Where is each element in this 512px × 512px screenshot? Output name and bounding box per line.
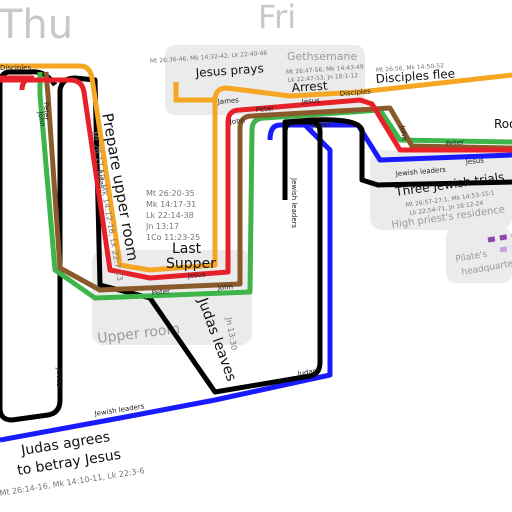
event-jesus-prays: Jesus prays [194,61,264,80]
label-john-thu: John [36,110,47,127]
label-james: James [216,96,239,106]
last-supper-ref-1: Mt 26:20-35 [146,189,195,198]
label-peter-fri-2: Peter [445,138,464,148]
john-line [37,72,512,301]
judas-line [0,69,323,423]
label-john-fri-2: John [398,124,409,141]
label-jewish-leaders-fri: Jewish leaders [290,177,298,229]
label-judas-room: Judas [55,367,63,387]
disciples-branch [173,82,215,103]
event-arrest-ref-2: Lk 22:47-53, Jn 18:1-12 [288,72,359,84]
jesus-line [0,77,512,281]
label-judas-fri: Judas [310,120,331,130]
pilate-area [446,228,512,283]
event-disciples-flee: Disciples flee [375,66,455,86]
label-disciples-fri: Disciples [339,87,371,98]
last-supper-refs: Mt 26:20-35 Mk 14:17-31 Lk 22:14-38 Jn 1… [145,189,200,242]
label-disciples-thu: Disciples [0,64,31,72]
pilate-dashed-line-2 [499,245,512,253]
jewish-leaders-line [0,122,333,443]
event-roo: Roo [494,117,512,131]
high-priest-area [370,150,512,230]
label-john-fri: John [228,117,245,126]
last-supper-ref-5: 1Co 11:23-25 [146,233,200,242]
day-fri: Fri [258,0,296,36]
place-gethsemane: Gethsemane [287,50,358,63]
disciples-line [0,63,512,273]
last-supper-ref-4: Jn 13:17 [145,222,179,231]
day-thu: Thu [0,2,73,48]
label-jesus-fri: Jesus [300,96,320,106]
label-peter-thu: Peter [42,102,50,120]
label-judas-leaves: Judas [296,367,317,378]
event-arrest: Arrest [291,78,328,94]
label-jesus-room: Jesus [186,270,206,280]
event-last-supper-2: Supper [166,256,216,272]
label-john-room: John [216,283,233,292]
label-judas-thu: Judas [96,168,106,189]
label-peter-fri: Peter [255,104,274,114]
label-peter-room: Peter [151,287,170,297]
last-supper-ref-3: Lk 22:14-38 [146,211,194,220]
peter-line [43,71,512,293]
event-last-supper-1: Last [172,241,202,257]
last-supper-ref-2: Mk 14:17-31 [146,200,196,209]
event-disciples-flee-ref: Mt 26:56, Mk 14:50-52 [376,62,445,74]
label-jesus-fri-2: Jesus [464,156,484,166]
pilate-dashed-line-1 [487,233,512,243]
judas-line-fri [282,117,512,188]
